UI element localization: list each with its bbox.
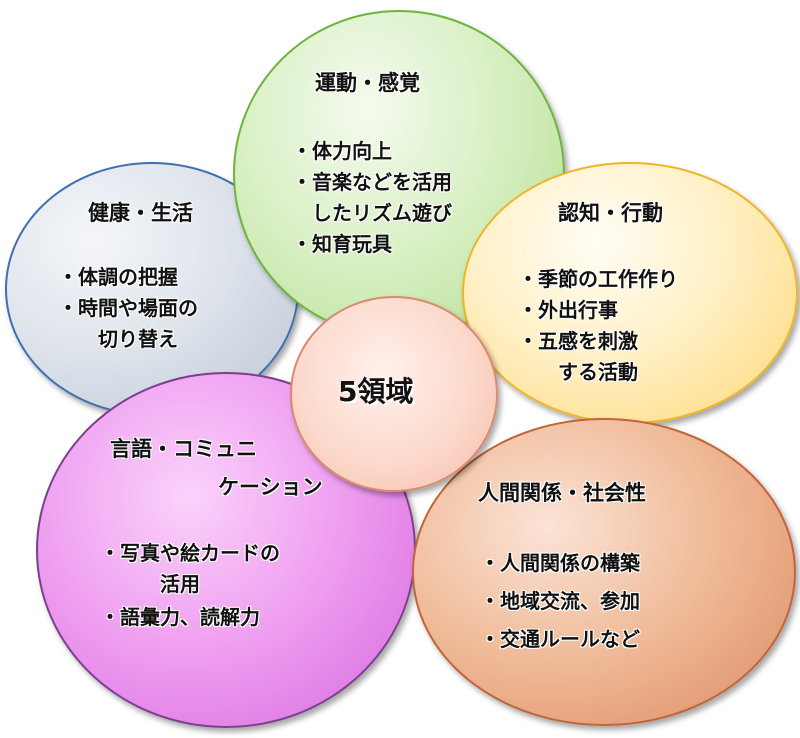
language-communication-title-line2: ケーション bbox=[218, 475, 323, 499]
human-relations-circle bbox=[412, 418, 796, 726]
human-relations-item-1: ・人間関係の構築 bbox=[480, 551, 640, 575]
motor-sensory-item-1: ・体力向上 bbox=[292, 139, 392, 163]
language-communication-title-line1: 言語・コミュニ bbox=[110, 437, 257, 461]
health-life-item-2: ・時間や場面の bbox=[58, 296, 198, 320]
health-life-title: 健康・生活 bbox=[88, 201, 193, 225]
cognition-behavior-item-4: する活動 bbox=[518, 360, 638, 384]
cognition-behavior-item-1: ・季節の工作作り bbox=[518, 267, 678, 291]
center-circle bbox=[290, 296, 498, 492]
cognition-behavior-item-2: ・外出行事 bbox=[518, 298, 618, 322]
motor-sensory-item-2: ・音楽などを活用 bbox=[292, 170, 452, 194]
cognition-behavior-title: 認知・行動 bbox=[558, 201, 663, 225]
human-relations-item-2: ・地域交流、参加 bbox=[480, 589, 640, 613]
center-label: 5領域 bbox=[338, 375, 414, 408]
language-communication-item-1: ・写真や絵カードの bbox=[100, 541, 280, 565]
motor-sensory-item-4: ・知育玩具 bbox=[292, 232, 392, 256]
health-life-item-1: ・体調の把握 bbox=[58, 265, 178, 289]
language-communication-item-3: ・語彙力、読解力 bbox=[100, 605, 260, 629]
human-relations-item-3: ・交通ルールなど bbox=[480, 627, 640, 651]
motor-sensory-item-3: したリズム遊び bbox=[292, 201, 452, 225]
language-communication-item-2: 活用 bbox=[100, 572, 200, 596]
health-life-item-3: 切り替え bbox=[58, 327, 178, 351]
motor-sensory-title: 運動・感覚 bbox=[315, 71, 420, 95]
human-relations-title: 人間関係・社会性 bbox=[478, 481, 646, 505]
cognition-behavior-item-3: ・五感を刺激 bbox=[518, 329, 638, 353]
